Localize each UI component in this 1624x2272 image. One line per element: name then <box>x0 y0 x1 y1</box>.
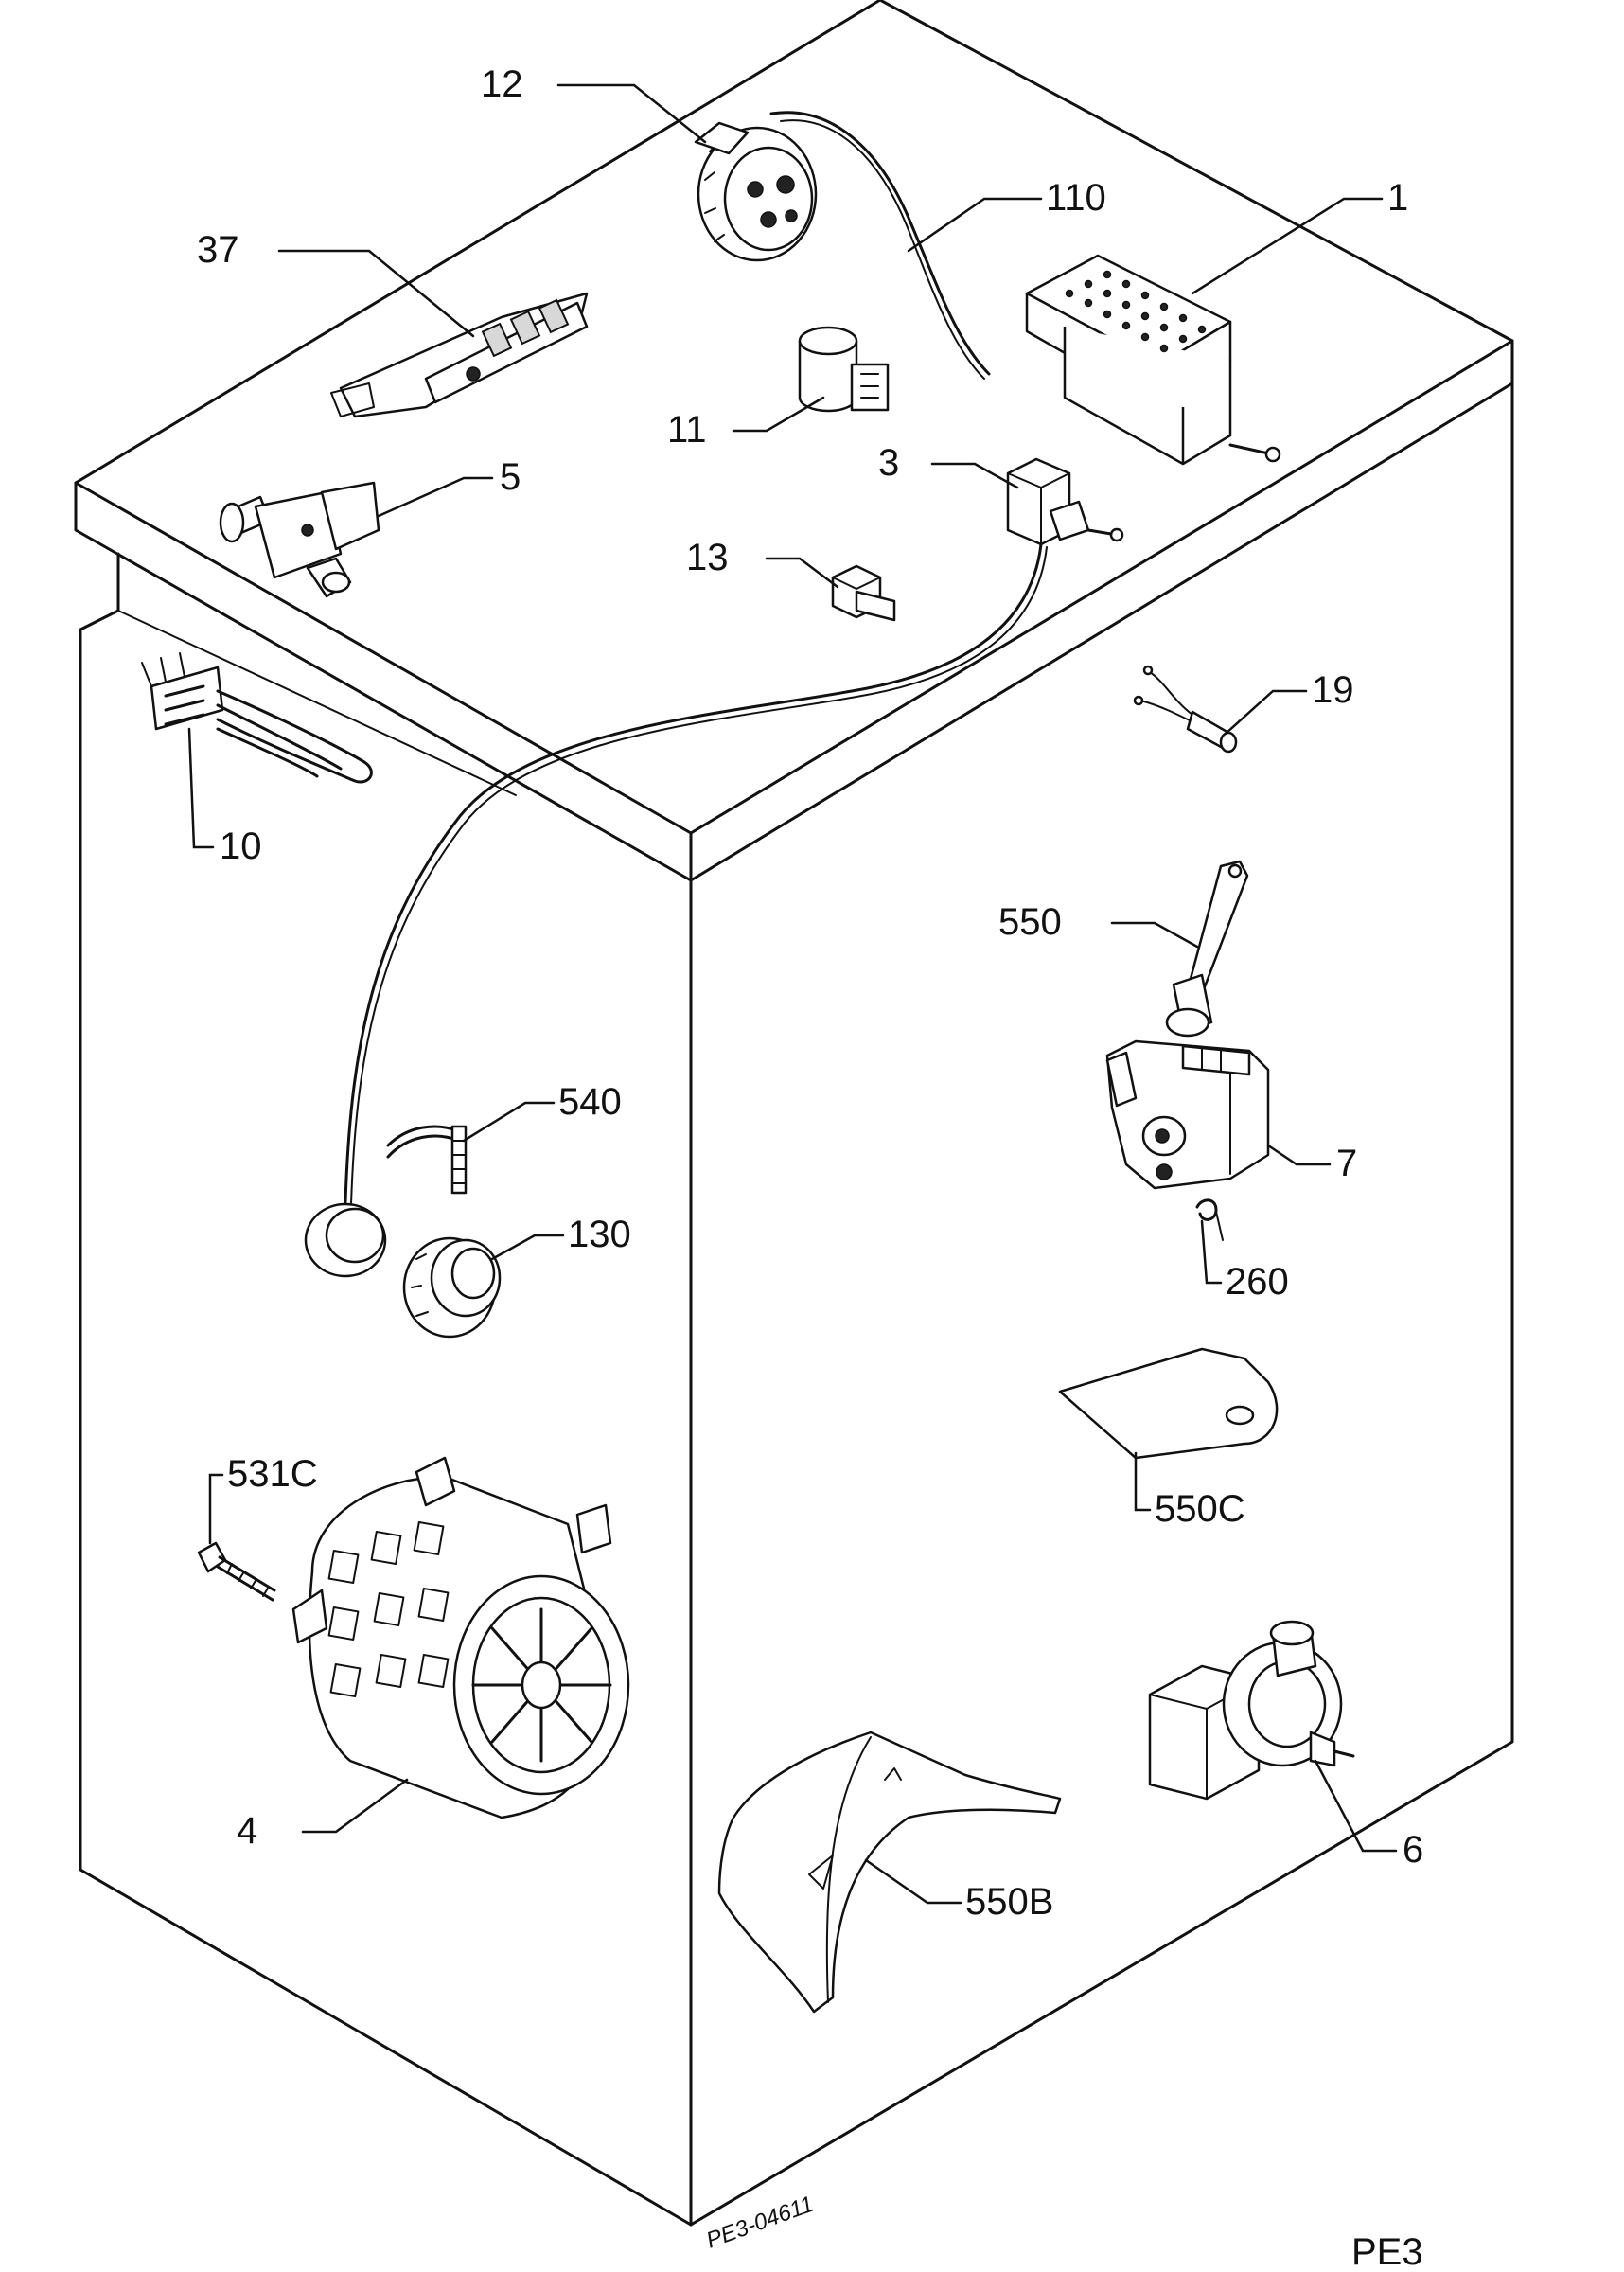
callout-labels: 12 110 37 1 11 5 3 13 19 10 550 540 7 13… <box>197 63 1423 1923</box>
label-10: 10 <box>220 825 262 867</box>
part-550c-plate[interactable] <box>1058 1347 1279 1460</box>
label-11: 11 <box>667 409 707 451</box>
label-110: 110 <box>1046 177 1106 219</box>
part-37-interference-suppressor[interactable] <box>330 292 589 418</box>
cabinet-top-edge <box>74 339 1514 882</box>
part-4-motor[interactable] <box>291 1456 630 1819</box>
cabinet-inner-edge <box>117 610 517 796</box>
label-19: 19 <box>1312 669 1354 711</box>
cabinet-right-side <box>689 382 1514 2227</box>
label-130: 130 <box>568 1214 631 1255</box>
label-12: 12 <box>481 63 523 105</box>
label-5: 5 <box>500 456 521 498</box>
drawing-stamp: PE3-04611 <box>703 2192 817 2254</box>
part-6-drain-pump[interactable] <box>1148 1620 1355 1801</box>
part-11-capacitor[interactable] <box>798 326 890 413</box>
cabinet-outline <box>74 0 1514 2227</box>
label-550c: 550C <box>1155 1488 1245 1530</box>
part-130-seal[interactable] <box>402 1236 502 1339</box>
part-540-hose-clip[interactable] <box>386 1125 468 1195</box>
part-550-lever[interactable] <box>1165 860 1249 1038</box>
label-4: 4 <box>237 1810 257 1852</box>
label-550b: 550B <box>965 1881 1053 1923</box>
part-260-spring[interactable] <box>1195 1198 1224 1241</box>
part-110-tube-inner <box>780 119 985 380</box>
part-3-capillary-cable <box>344 542 1043 1204</box>
part-550b-cover[interactable] <box>717 1731 1062 2014</box>
part-110-tube[interactable] <box>769 111 991 376</box>
label-13: 13 <box>686 537 729 578</box>
sheet-code: PE3 <box>1351 2231 1423 2272</box>
label-540: 540 <box>558 1081 622 1123</box>
part-7-door-interlock[interactable] <box>1105 1039 1270 1190</box>
part-3-thermostat-switch[interactable] <box>1006 457 1124 546</box>
cabinet-left-side <box>79 552 693 2227</box>
part-12-pressure-switch[interactable] <box>694 121 818 262</box>
cabinet-top-panel <box>74 0 1514 835</box>
part-531c-screw[interactable] <box>197 1541 276 1602</box>
label-7: 7 <box>1336 1143 1357 1184</box>
part-3-capillary-cable-inner <box>350 546 1048 1205</box>
label-37: 37 <box>197 229 239 271</box>
label-6: 6 <box>1403 1829 1423 1871</box>
leader-lines <box>187 83 1398 1905</box>
part-1-programme-timer[interactable] <box>1025 254 1281 466</box>
part-13-connector[interactable] <box>831 564 896 622</box>
label-550: 550 <box>998 901 1062 943</box>
label-1: 1 <box>1387 177 1408 219</box>
label-260: 260 <box>1226 1261 1289 1303</box>
part-3-sensor-bulb <box>304 1202 387 1278</box>
part-10-heating-element[interactable] <box>141 652 373 784</box>
part-19-temperature-sensor[interactable] <box>1133 665 1238 754</box>
part-5-inlet-valve[interactable] <box>219 481 380 598</box>
label-531c: 531C <box>227 1453 318 1495</box>
label-3: 3 <box>878 442 899 484</box>
